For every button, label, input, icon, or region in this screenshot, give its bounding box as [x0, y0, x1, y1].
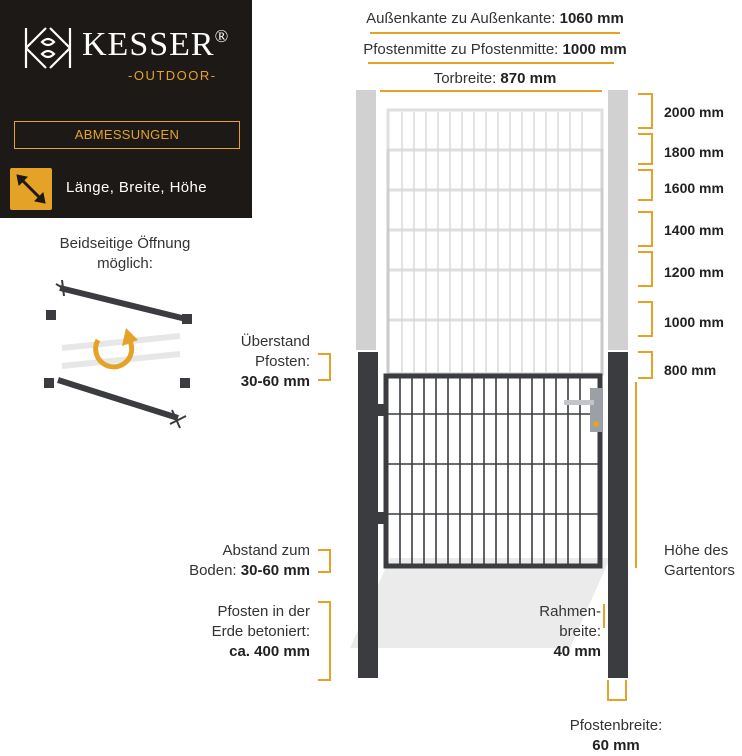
- gate-illustration: [350, 90, 628, 678]
- center-dimension-value: 1000 mm: [562, 41, 627, 58]
- post-concrete-line2: Erde betoniert:: [211, 623, 310, 640]
- outer-dimension-value: 1060 mm: [559, 10, 624, 27]
- ground-gap-line1: Abstand zum: [222, 542, 310, 559]
- registered-mark: ®: [214, 26, 230, 46]
- brand-name-text: KESSER: [82, 26, 215, 63]
- kesser-logo-icon: [24, 27, 72, 69]
- outer-dimension-line: [370, 32, 620, 34]
- height-800: 800 mm: [664, 362, 717, 378]
- gate-ghost-middle: [61, 333, 181, 369]
- ground-gap-line2: Boden:: [189, 562, 241, 579]
- ghost-post-left: [356, 90, 376, 350]
- left-brackets: [318, 353, 331, 681]
- height-1600: 1600 mm: [664, 180, 724, 196]
- gate-open-top: [46, 279, 192, 324]
- resize-arrow-icon: [10, 168, 52, 210]
- door-handle: [564, 400, 594, 405]
- frame-width-value: 40 mm: [553, 643, 601, 660]
- opening-title: Beidseitige Öffnung möglich:: [30, 234, 220, 274]
- ghost-post-right: [608, 90, 628, 350]
- opening-diagram: [44, 279, 192, 429]
- ground-gap-note: Abstand zum Boden: 30-60 mm: [150, 541, 310, 581]
- ground-gap-value: 30-60 mm: [240, 562, 310, 579]
- height-1000: 1000 mm: [664, 314, 724, 330]
- post-concrete-note: Pfosten in der Erde betoniert: ca. 400 m…: [150, 602, 310, 662]
- section-title: ABMESSUNGEN: [74, 127, 180, 142]
- lock-plate: [590, 388, 602, 432]
- gate-width-line: [380, 90, 602, 92]
- height-1800: 1800 mm: [664, 144, 724, 160]
- post-left: [358, 352, 378, 678]
- hinge-top: [376, 404, 384, 416]
- gate-frame: [383, 373, 603, 569]
- gate-height-note: Höhe des Gartentors: [664, 541, 742, 581]
- overhang-note: Überstand Pfosten: 30-60 mm: [150, 332, 310, 392]
- gate-height-line2: Gartentors: [664, 562, 735, 579]
- brand-name: KESSER®: [82, 26, 229, 64]
- overhang-line2: Pfosten:: [254, 353, 310, 370]
- center-dimension-line: [368, 62, 614, 64]
- center-dimension-text: Pfostenmitte zu Pfostenmitte:: [363, 41, 563, 58]
- frame-width-note: Rahmen- breite: 40 mm: [500, 602, 601, 662]
- hinge-bottom: [376, 512, 384, 524]
- post-width-line1: Pfostenbreite:: [569, 717, 663, 734]
- height-1400: 1400 mm: [664, 222, 724, 238]
- gate-shadow: [350, 558, 610, 648]
- frame-width-line2: breite:: [559, 623, 601, 640]
- brand-panel: KESSER® -OUTDOOR- ABMESSUNGEN Länge, Bre…: [0, 0, 252, 218]
- brand-tagline: -OUTDOOR-: [128, 68, 217, 83]
- section-title-box: ABMESSUNGEN: [14, 121, 240, 149]
- lock-cylinder: [593, 421, 599, 427]
- rotate-arrow-icon: [93, 328, 138, 370]
- outer-dimension-text: Außenkante zu Außenkante:: [366, 10, 560, 27]
- height-1200: 1200 mm: [664, 264, 724, 280]
- measure-label: Länge, Breite, Höhe: [66, 179, 208, 196]
- gate-width-text: Torbreite:: [433, 70, 501, 87]
- post-right: [608, 352, 628, 678]
- ghost-mesh: [401, 112, 583, 374]
- overhang-line1: Überstand: [240, 333, 310, 350]
- opening-line1: Beidseitige Öffnung: [59, 235, 191, 252]
- gate-open-bottom: [44, 377, 190, 429]
- frame-bracket: [603, 604, 627, 701]
- outer-dimension-label: Außenkante zu Außenkante: 1060 mm: [330, 9, 660, 29]
- post-width-value: 60 mm: [592, 737, 640, 754]
- gate-mesh: [388, 378, 598, 564]
- gate-width-value: 870 mm: [500, 70, 557, 87]
- opening-line2: möglich:: [97, 255, 153, 272]
- post-concrete-line1: Pfosten in der: [217, 603, 310, 620]
- gate-width-label: Torbreite: 870 mm: [330, 69, 660, 89]
- height-scale: [638, 93, 653, 379]
- right-bracket: [635, 382, 637, 568]
- frame-width-line1: Rahmen-: [539, 603, 601, 620]
- height-2000: 2000 mm: [664, 104, 724, 120]
- gate-height-line1: Höhe des: [664, 542, 729, 559]
- overhang-value: 30-60 mm: [240, 373, 310, 390]
- post-width-note: Pfostenbreite: 60 mm: [556, 716, 676, 756]
- post-concrete-value: ca. 400 mm: [229, 643, 310, 660]
- measure-row: Länge, Breite, Höhe: [0, 160, 252, 218]
- center-dimension-label: Pfostenmitte zu Pfostenmitte: 1000 mm: [330, 40, 660, 60]
